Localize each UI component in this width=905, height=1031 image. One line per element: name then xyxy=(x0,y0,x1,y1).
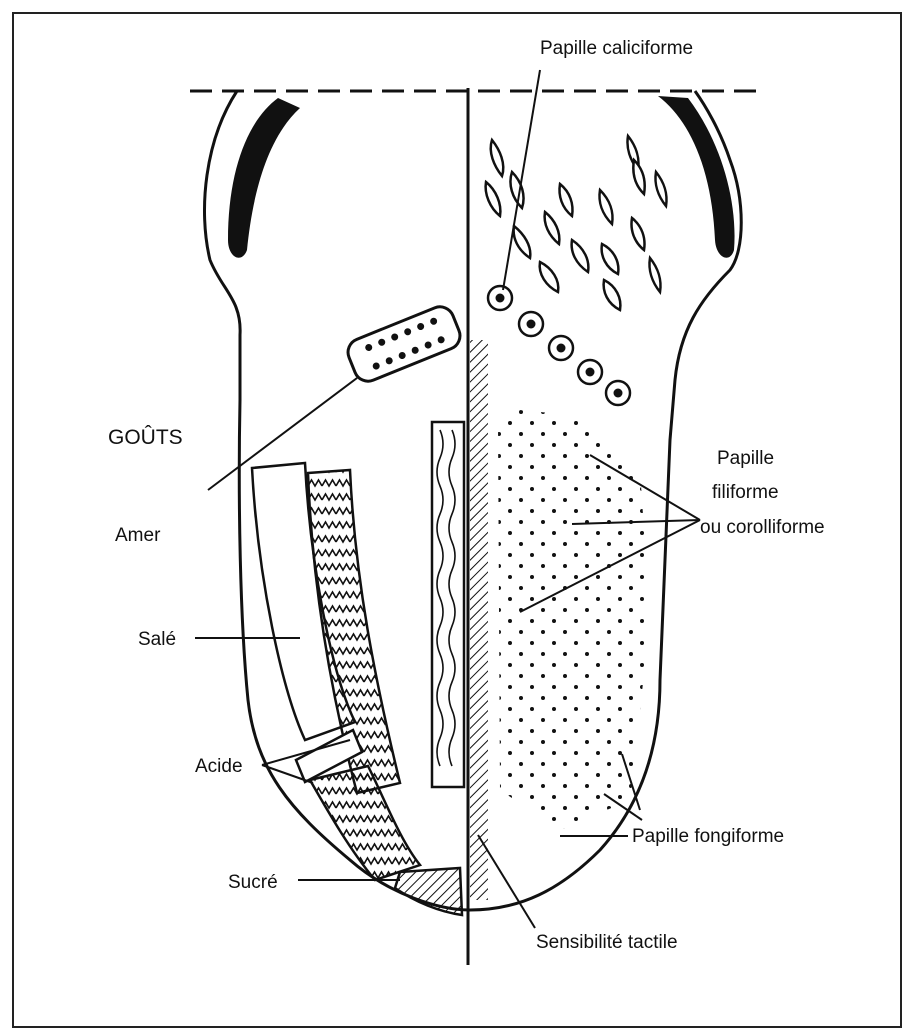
acide-band-lower xyxy=(310,766,420,880)
right-crescent xyxy=(658,96,735,258)
label-papille-fongiforme: Papille fongiforme xyxy=(632,826,784,847)
label-papille-filiforme-3: ou corolliforme xyxy=(700,517,825,538)
label-papille-filiforme-1: Papille xyxy=(717,448,774,469)
label-sensibilite-tactile: Sensibilité tactile xyxy=(536,932,678,953)
label-sucre: Sucré xyxy=(228,872,278,893)
sucre-tip xyxy=(395,868,462,915)
caliciform-lancets xyxy=(486,136,667,310)
label-gouts: GOÛTS xyxy=(108,426,183,449)
filiform-dots xyxy=(490,400,660,840)
label-amer: Amer xyxy=(115,525,161,546)
label-acide: Acide xyxy=(195,756,243,777)
label-papille-filiforme-2: filiforme xyxy=(712,482,779,503)
label-papille-caliciforme: Papille caliciforme xyxy=(540,38,693,59)
midline-hatch xyxy=(470,340,488,900)
amer-pill xyxy=(344,303,464,386)
left-crescent xyxy=(228,98,300,258)
caliciform-circles xyxy=(488,286,630,405)
label-sale: Salé xyxy=(138,629,176,650)
